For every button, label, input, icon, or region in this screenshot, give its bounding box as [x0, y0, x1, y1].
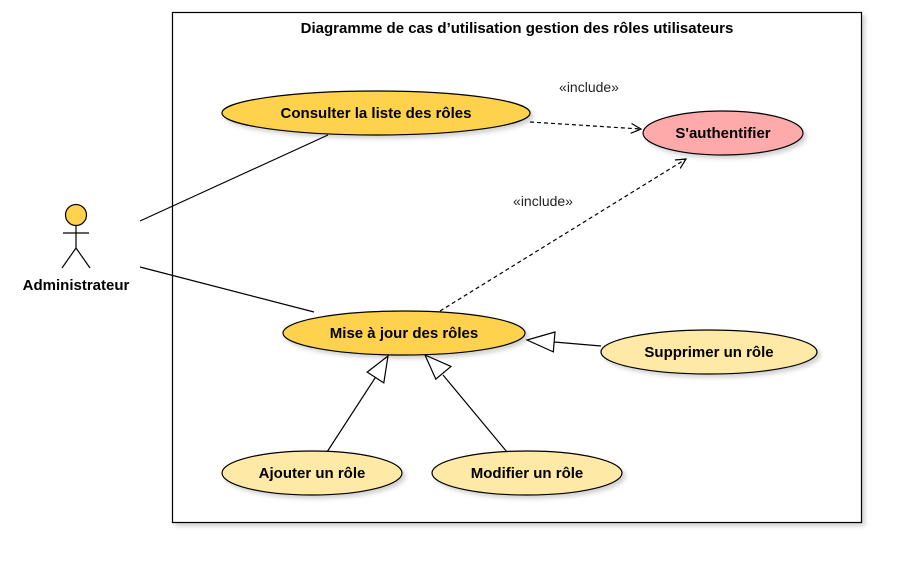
use-case-authentifier-label: S'authentifier — [675, 125, 770, 142]
include-label-2: «include» — [513, 193, 573, 209]
use-case-supprimer[interactable]: Supprimer un rôle — [600, 329, 818, 375]
use-case-modifier[interactable]: Modifier un rôle — [431, 450, 623, 496]
use-case-ajouter-shape — [221, 450, 403, 496]
use-case-mise-a-jour[interactable]: Mise à jour des rôles — [282, 310, 526, 356]
use-case-ajouter[interactable]: Ajouter un rôle — [221, 450, 403, 496]
use-case-consulter-label: Consulter la liste des rôles — [281, 105, 472, 122]
use-case-authentifier[interactable]: S'authentifier — [642, 110, 804, 156]
actor-right-leg — [75, 247, 91, 269]
use-case-consulter-shape — [221, 90, 531, 136]
use-case-ajouter-label: Ajouter un rôle — [259, 465, 366, 482]
actor-head — [64, 203, 88, 227]
diagram-title: Diagramme de cas d’utilisation gestion d… — [301, 20, 734, 37]
use-case-authentifier-shape — [642, 110, 804, 156]
include-arrow-mise-a-jour — [439, 159, 686, 312]
generalization-arrowhead-supprimer — [525, 331, 556, 353]
use-case-mise-a-jour-label: Mise à jour des rôles — [330, 325, 478, 342]
generalization-modifier — [442, 374, 508, 453]
generalization-arrowhead-modifier — [423, 353, 453, 381]
association-mise-a-jour — [139, 266, 315, 313]
actor-left-leg — [61, 247, 77, 269]
use-case-modifier-label: Modifier un rôle — [471, 465, 584, 482]
actor-administrateur[interactable]: Administrateur — [23, 203, 130, 295]
use-case-supprimer-label: Supprimer un rôle — [644, 344, 773, 361]
include-arrow-consulter — [529, 121, 641, 129]
use-case-modifier-shape — [431, 450, 623, 496]
include-label-1: «include» — [559, 79, 619, 95]
use-case-consulter[interactable]: Consulter la liste des rôles — [221, 90, 531, 136]
actor-label: Administrateur — [23, 277, 130, 294]
system-boundary — [171, 11, 863, 524]
generalization-ajouter — [326, 374, 378, 453]
generalization-supprimer — [553, 341, 602, 347]
generalization-arrowhead-ajouter — [366, 354, 389, 384]
association-consulter — [139, 134, 329, 222]
use-case-mise-a-jour-shape — [282, 310, 526, 356]
use-case-supprimer-shape — [600, 329, 818, 375]
